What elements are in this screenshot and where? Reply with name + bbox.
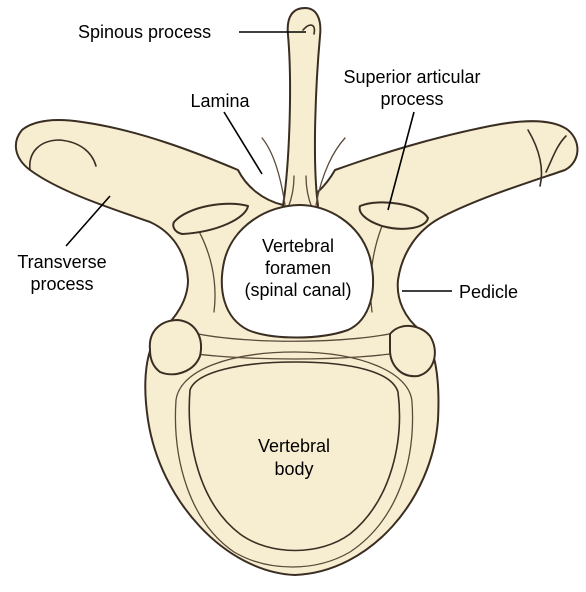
label-pedicle: Pedicle [459, 282, 518, 302]
label-transverse-line1: Transverse [17, 252, 106, 272]
label-foramen-line3: (spinal canal) [244, 280, 351, 300]
label-lamina: Lamina [190, 91, 250, 111]
label-foramen-line2: foramen [265, 258, 331, 278]
inferior-articular-right [390, 326, 435, 376]
label-spinous-process: Spinous process [78, 22, 211, 42]
label-body-line1: Vertebral [258, 436, 330, 456]
lamina-ridge-left [262, 138, 285, 205]
lamina-leader-line [224, 112, 262, 174]
label-superior-articular-line1: Superior articular [343, 67, 480, 87]
label-superior-articular-line2: process [380, 89, 443, 109]
label-foramen-line1: Vertebral [262, 236, 334, 256]
inferior-articular-left [150, 320, 201, 374]
label-transverse-line2: process [30, 274, 93, 294]
transverse-leader-line [66, 196, 110, 246]
label-body-line2: body [274, 459, 313, 479]
spinous-process-shape [283, 8, 320, 211]
